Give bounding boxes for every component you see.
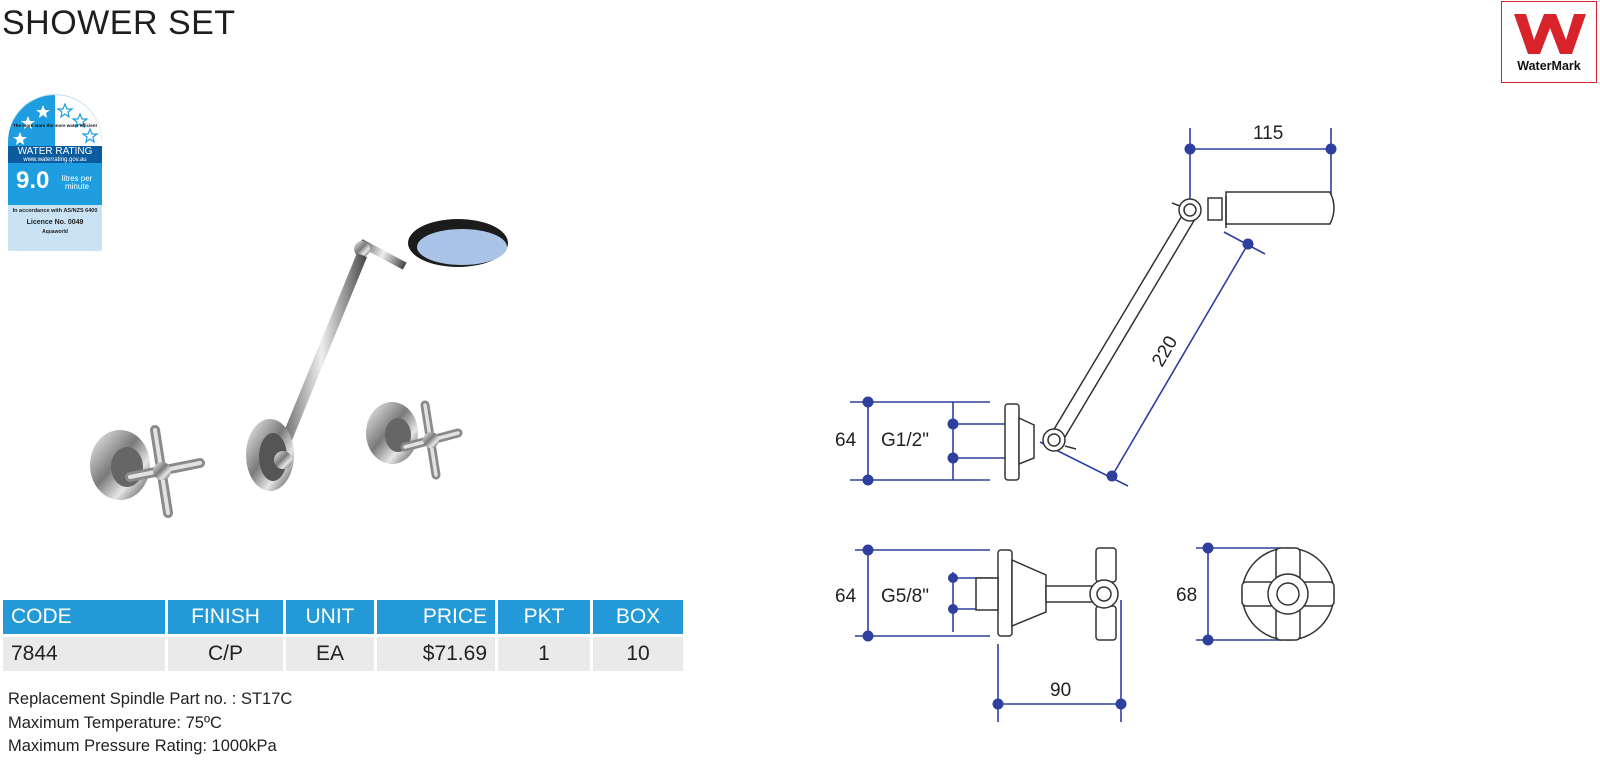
dim-tap-depth: 90 (1050, 680, 1071, 701)
cell-code: 7844 (3, 634, 165, 671)
water-rating-label: The more stars the more water efficient … (8, 94, 102, 251)
dim-tap-height: 64 (835, 586, 857, 607)
dim-arm-width: 115 (1253, 123, 1283, 144)
cell-finish: C/P (168, 634, 283, 671)
licence-text: Licence No. 0049 (26, 219, 84, 226)
water-rating-url: www.waterrating.gov.au (23, 157, 87, 163)
dim-outlet-height: 64 (835, 430, 857, 451)
product-photo (90, 219, 508, 518)
dim-tap-thread: G5/8" (881, 586, 929, 607)
technical-drawing: 115 220 64 G1/2" 64 G5/8" 90 68 (835, 123, 1337, 722)
table-row: 7844 C/P EA $71.69 1 10 (3, 634, 683, 671)
flow-rate-unit: litres per minute (61, 174, 93, 191)
watermark-w-icon (1514, 14, 1586, 54)
note-spindle: Replacement Spindle Part no. : ST17C (8, 690, 293, 708)
table-header-row: CODE FINISH UNIT PRICE PKT BOX (3, 600, 683, 634)
dim-handle-size: 68 (1176, 585, 1197, 606)
product-outline (975, 191, 1335, 641)
cell-box: 10 (593, 634, 683, 671)
brand-text: Aquaworld (42, 229, 68, 235)
standard-text: In accordance with AS/NZS 6400 (12, 208, 98, 214)
dim-outlet-thread: G1/2" (881, 430, 929, 451)
cell-price: $71.69 (377, 634, 495, 671)
page-title: SHOWER SET (2, 4, 236, 42)
svg-text:The more stars the more water: The more stars the more water efficient (13, 123, 98, 128)
cell-pkt: 1 (498, 634, 590, 671)
water-rating-title: WATER RATING (17, 146, 93, 157)
watermark-logo: WaterMark (1501, 1, 1597, 83)
col-price-header: PRICE (377, 600, 495, 634)
dimension-dots (862, 143, 1337, 710)
col-code-header: CODE (3, 600, 165, 634)
col-finish-header: FINISH (168, 600, 283, 634)
cell-unit: EA (286, 634, 374, 671)
spec-notes: Replacement Spindle Part no. : ST17C Max… (8, 688, 292, 759)
watermark-label: WaterMark (1517, 59, 1581, 73)
note-pressure: Maximum Pressure Rating: 1000kPa (8, 737, 277, 755)
col-pkt-header: PKT (498, 600, 590, 634)
star-rating-icon: The more stars the more water efficient (8, 95, 102, 148)
col-box-header: BOX (593, 600, 683, 634)
product-table: CODE FINISH UNIT PRICE PKT BOX 7844 C/P … (0, 600, 686, 671)
note-temperature: Maximum Temperature: 75ºC (8, 713, 222, 732)
flow-rate-value: 9.0 (16, 167, 50, 194)
col-unit-header: UNIT (286, 600, 374, 634)
